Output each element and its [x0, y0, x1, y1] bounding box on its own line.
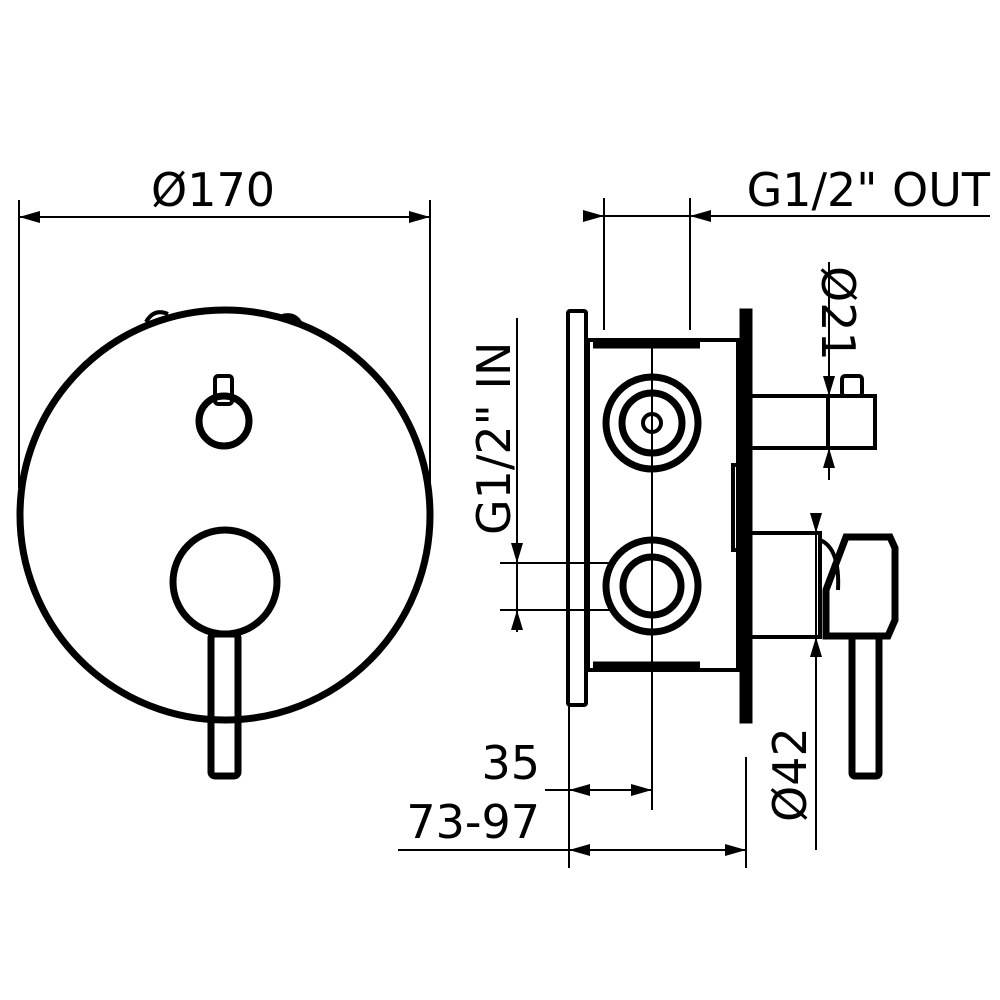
diverter-body [748, 394, 877, 450]
cover-plate [16, 306, 434, 724]
valve-body [586, 338, 740, 672]
install-depth-label: 73-97 [406, 795, 540, 849]
body-rib [731, 463, 745, 552]
arrow-in-bottom [511, 610, 523, 630]
arrow-in-top [511, 543, 523, 563]
rear-flange [566, 309, 588, 707]
outlet-port-outer [602, 373, 702, 473]
arrow-diverter-top [823, 376, 835, 396]
cover-diameter-label: Ø170 [151, 163, 275, 217]
handle-diameter-label: Ø42 [763, 727, 817, 822]
diverter-knob [195, 392, 253, 450]
outlet-thread-label: G1/2" OUT [747, 163, 991, 217]
handle-lever-side [848, 632, 883, 780]
side-view: G1/2" OUT Ø21 G1/2" IN Ø42 35 73-97 [398, 163, 991, 868]
inlet-offset-label: 35 [481, 736, 540, 790]
arrow-depth-left [569, 844, 590, 856]
handle-lever [207, 630, 242, 780]
handle-shoulder [819, 538, 841, 591]
arrow-out-left [583, 210, 604, 222]
arrow-handle-top [810, 513, 822, 533]
arrow-left [19, 211, 40, 223]
diverter-diameter-label: Ø21 [811, 266, 865, 361]
handle-head [822, 533, 899, 640]
front-view: Ø170 [16, 163, 434, 780]
handle-cap [169, 526, 281, 638]
fixing-bump-left [144, 310, 169, 324]
diverter-button [840, 374, 864, 398]
outlet-port-inner [618, 389, 686, 457]
arrow-out-right [690, 210, 711, 222]
arrow-handle-bottom [810, 637, 822, 657]
handle-sleeve [748, 531, 822, 639]
arrow-35-left [569, 784, 590, 796]
arrow-diverter-bottom [823, 448, 835, 468]
fixing-bump-right [281, 313, 304, 327]
outlet-port-hole [641, 412, 663, 434]
arrow-35-right [631, 784, 652, 796]
inlet-thread-label: G1/2" IN [467, 342, 521, 535]
arrow-right [409, 211, 430, 223]
inlet-port-inner [619, 553, 685, 619]
arrow-depth-right [725, 844, 746, 856]
diverter-stem [213, 374, 234, 406]
inlet-port-outer [602, 536, 702, 636]
